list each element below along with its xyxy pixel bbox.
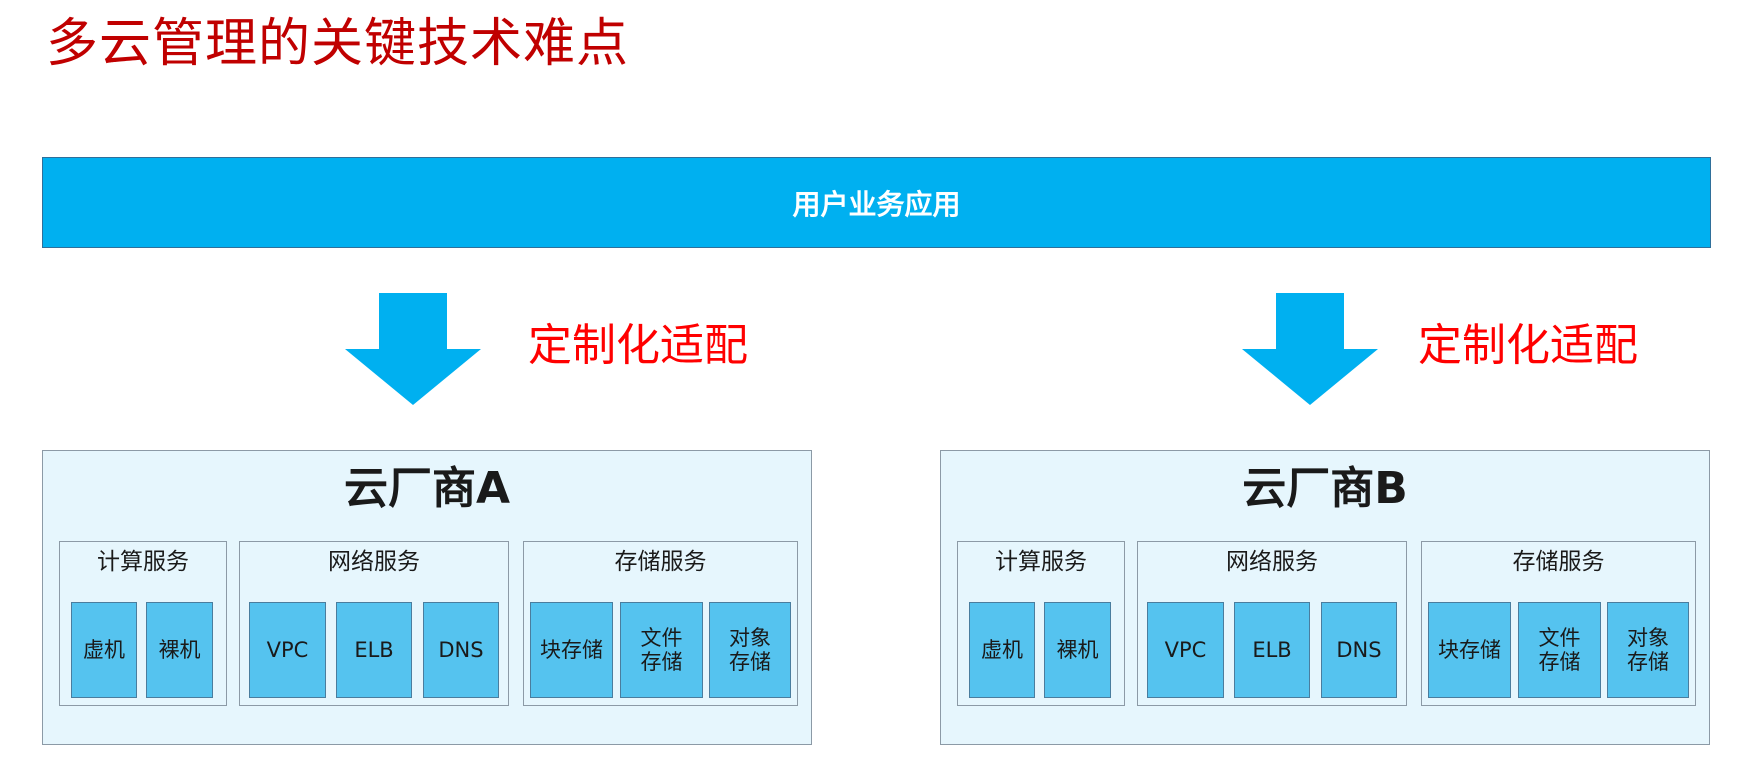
service-elb: ELB <box>336 602 412 698</box>
custom-adaptation-label-b: 定制化适配 <box>1418 320 1638 371</box>
group-title: 计算服务 <box>995 549 1087 575</box>
service-dns: DNS <box>423 602 499 698</box>
storage-services: 存储服务 块存储 文件 存储 对象 存储 <box>523 541 798 706</box>
service-elb: ELB <box>1234 602 1310 698</box>
cloud-vendor-a: 云厂商A 计算服务 虚机 裸机 网络服务 VPC ELB DNS 存储服务 块存… <box>42 450 812 745</box>
custom-adaptation-label-a: 定制化适配 <box>528 320 748 371</box>
compute-services: 计算服务 虚机 裸机 <box>957 541 1125 706</box>
service-vpc: VPC <box>249 602 326 698</box>
service-file-storage: 文件 存储 <box>620 602 703 698</box>
network-services: 网络服务 VPC ELB DNS <box>239 541 509 706</box>
service-bare-metal: 裸机 <box>146 602 213 698</box>
group-title: 计算服务 <box>97 549 189 575</box>
down-arrow-icon <box>345 293 481 405</box>
service-bare-metal: 裸机 <box>1044 602 1111 698</box>
network-services: 网络服务 VPC ELB DNS <box>1137 541 1407 706</box>
group-title: 存储服务 <box>1512 549 1605 575</box>
compute-services: 计算服务 虚机 裸机 <box>59 541 227 706</box>
down-arrow-icon <box>1242 293 1378 405</box>
cloud-vendor-b: 云厂商B 计算服务 虚机 裸机 网络服务 VPC ELB DNS 存储服务 块存… <box>940 450 1710 745</box>
app-layer-label: 用户业务应用 <box>792 187 961 221</box>
service-vpc: VPC <box>1147 602 1224 698</box>
service-vm: 虚机 <box>969 602 1035 698</box>
service-block-storage: 块存储 <box>530 602 613 698</box>
service-object-storage: 对象 存储 <box>709 602 791 698</box>
vendor-name: 云厂商A <box>343 463 511 514</box>
user-business-app-layer: 用户业务应用 <box>42 157 1711 248</box>
group-title: 网络服务 <box>328 549 420 575</box>
group-title: 存储服务 <box>614 549 707 575</box>
service-dns: DNS <box>1321 602 1397 698</box>
service-block-storage: 块存储 <box>1428 602 1511 698</box>
group-title: 网络服务 <box>1226 549 1318 575</box>
page-title: 多云管理的关键技术难点 <box>46 14 630 74</box>
vendor-name: 云厂商B <box>1242 463 1408 514</box>
storage-services: 存储服务 块存储 文件 存储 对象 存储 <box>1421 541 1696 706</box>
service-vm: 虚机 <box>71 602 137 698</box>
service-object-storage: 对象 存储 <box>1607 602 1689 698</box>
service-file-storage: 文件 存储 <box>1518 602 1601 698</box>
